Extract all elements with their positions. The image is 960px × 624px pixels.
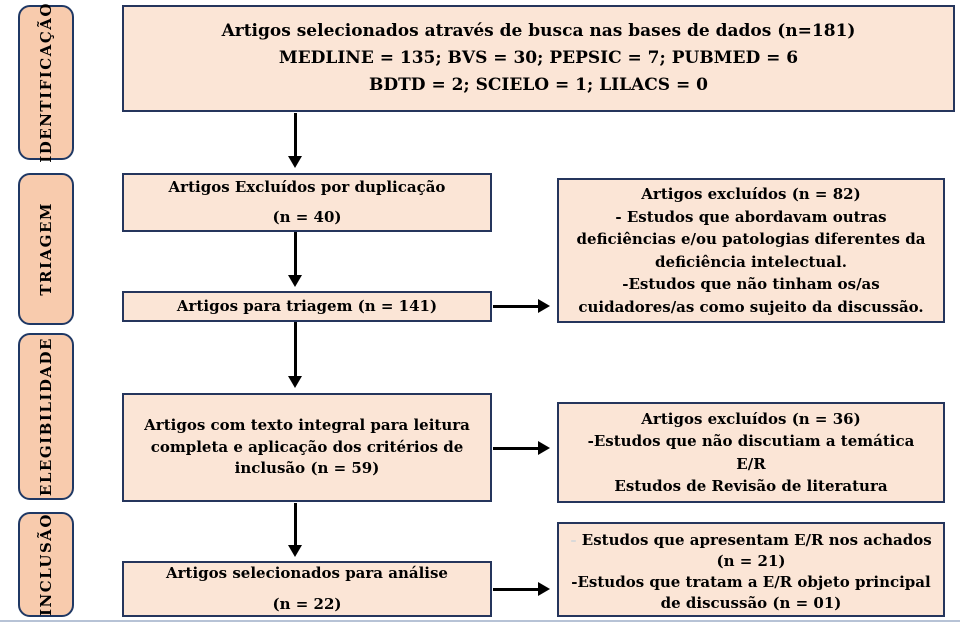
- arrow-down-head-3: [288, 376, 302, 388]
- box-line: Artigos excluídos (n = 36): [641, 409, 861, 428]
- box-excluded-duplicates: Artigos Excluídos por duplicação (n = 40…: [122, 173, 492, 232]
- box-line: Artigos excluídos (n = 82): [641, 185, 861, 203]
- arrow-right-line-2: [493, 447, 539, 450]
- box-line: -Estudos que não tinham os/as cuidadores…: [578, 275, 924, 316]
- box-line: Artigos para triagem (n = 141): [176, 296, 438, 315]
- stage-label-text: INCLUSÃO: [37, 513, 55, 617]
- box-excluded-eligibility: Artigos excluídos (n = 36) -Estudos que …: [557, 402, 945, 503]
- arrow-down-line-2: [294, 232, 297, 276]
- stage-label-triagem: TRIAGEM: [18, 173, 74, 325]
- stage-label-elegibilidade: ELEGIBILIDADE: [18, 333, 74, 500]
- stage-label-text: ELEGIBILIDADE: [37, 336, 55, 497]
- box-line: MEDLINE = 135; BVS = 30; PEPSIC = 7; PUB…: [278, 47, 799, 68]
- box-fulltext-eligibility: Artigos com texto integral para leitura …: [122, 393, 492, 502]
- box-line: - Estudos que apresentam E/R nos achados…: [569, 530, 933, 572]
- muted-dash: -: [570, 531, 577, 549]
- arrow-down-line-1: [294, 113, 297, 157]
- stage-label-inclusao: INCLUSÃO: [18, 512, 74, 617]
- arrow-right-head-1: [538, 299, 550, 313]
- arrow-right-head-3: [538, 582, 550, 596]
- box-line: (n = 40): [272, 207, 342, 226]
- box-included-studies: - Estudos que apresentam E/R nos achados…: [557, 522, 945, 617]
- box-line-text: Estudos que apresentam E/R nos achados (…: [576, 531, 932, 570]
- box-line: BDTD = 2; SCIELO = 1; LILACS = 0: [369, 75, 708, 96]
- arrow-right-line-1: [493, 305, 539, 308]
- box-line: Artigos Excluídos por duplicação: [168, 177, 446, 196]
- arrow-down-line-4: [294, 503, 297, 546]
- box-line: -Estudos que não discutiam a temática E/…: [587, 432, 915, 473]
- box-database-search: Artigos selecionados através de busca na…: [122, 5, 955, 112]
- arrow-down-line-3: [294, 322, 297, 377]
- arrow-down-head-1: [288, 156, 302, 168]
- arrow-down-head-4: [288, 545, 302, 557]
- arrow-right-head-2: [538, 441, 550, 455]
- box-excluded-screening: Artigos excluídos (n = 82) - Estudos que…: [557, 178, 945, 323]
- box-line: Estudos de Revisão de literatura: [614, 477, 888, 495]
- box-for-screening: Artigos para triagem (n = 141): [122, 291, 492, 322]
- box-line: -Estudos que tratam a E/R objeto princip…: [571, 573, 931, 612]
- box-line: Artigos com texto integral para leitura …: [144, 415, 470, 478]
- box-line: (n = 22): [272, 594, 342, 613]
- stage-label-text: TRIAGEM: [37, 202, 55, 296]
- arrow-right-line-3: [493, 588, 539, 591]
- box-selected-analysis: Artigos selecionados para análise (n = 2…: [122, 561, 492, 617]
- box-line: -Estudos que não discutiam a temática E/…: [571, 430, 931, 498]
- box-line: Artigos selecionados para análise: [166, 563, 448, 582]
- bottom-divider-line: [0, 620, 960, 622]
- stage-label-text: IDENTIFICAÇÃO: [37, 2, 55, 163]
- stage-label-identificacao: IDENTIFICAÇÃO: [18, 2, 74, 163]
- box-line: Artigos selecionados através de busca na…: [221, 20, 856, 41]
- arrow-down-head-2: [288, 275, 302, 287]
- box-line: - Estudos que abordavam outras deficiênc…: [576, 207, 926, 271]
